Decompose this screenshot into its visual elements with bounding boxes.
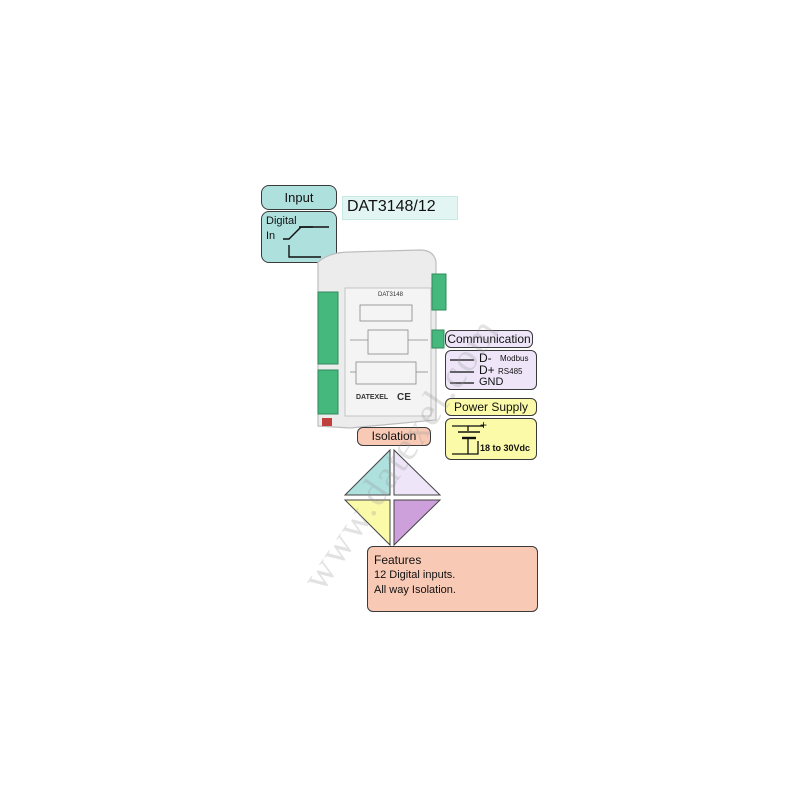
battery-icon [452,425,484,455]
digital-input-box: Digital In [261,211,337,263]
terminal-block-right-upper [431,273,447,311]
features-line-1: 12 Digital inputs. [374,569,456,581]
features-line-2: All way Isolation. [374,584,456,596]
power-supply-box: + 18 to 30Vdc [445,418,537,460]
din-rail-clip [322,418,332,426]
power-supply-title-box: Power Supply [445,398,537,416]
isolation-quadrant-top-right [393,448,442,496]
device-front-panel [344,287,432,417]
isolation-quadrant-bottom-right [393,499,442,547]
device-model-text: DAT3148 [378,292,403,298]
switch-contact-icon [283,226,329,258]
ce-mark: CE [397,392,411,403]
power-supply-title: Power Supply [453,400,529,414]
plus-label: + [480,418,488,432]
communication-title-box: Communication [445,330,533,348]
isolation-quadrant-bottom-left [343,499,391,547]
features-box: Features 12 Digital inputs. All way Isol… [367,546,538,612]
gnd-label: GND [479,376,504,388]
model-label-box: DAT3148/12 [342,196,458,220]
signal-lines [450,359,474,384]
d-minus-label: D- [479,351,492,365]
terminal-block-left-upper [317,291,339,365]
isolation-title-box: Isolation [357,427,431,446]
communication-title: Communication [447,332,531,346]
digital-label: Digital [266,215,297,227]
device-brand-text: DATEXEL [356,394,389,401]
isolation-quadrant-top-left [343,448,391,496]
input-title: Input [284,190,314,205]
modbus-label: Modbus [500,354,529,363]
model-label: DAT3148/12 [347,198,436,215]
isolation-title: Isolation [371,429,417,443]
rs485-label: RS485 [498,367,523,376]
in-label: In [266,230,276,242]
d-plus-label: D+ [479,363,495,377]
voltage-range-label: 18 to 30Vdc [480,443,531,453]
terminal-block-left-lower [317,369,339,415]
communication-signals-box: D- Modbus D+ RS485 GND [445,350,537,390]
input-title-box: Input [261,185,337,210]
features-title: Features [374,553,422,567]
terminal-block-right-lower [431,329,445,349]
